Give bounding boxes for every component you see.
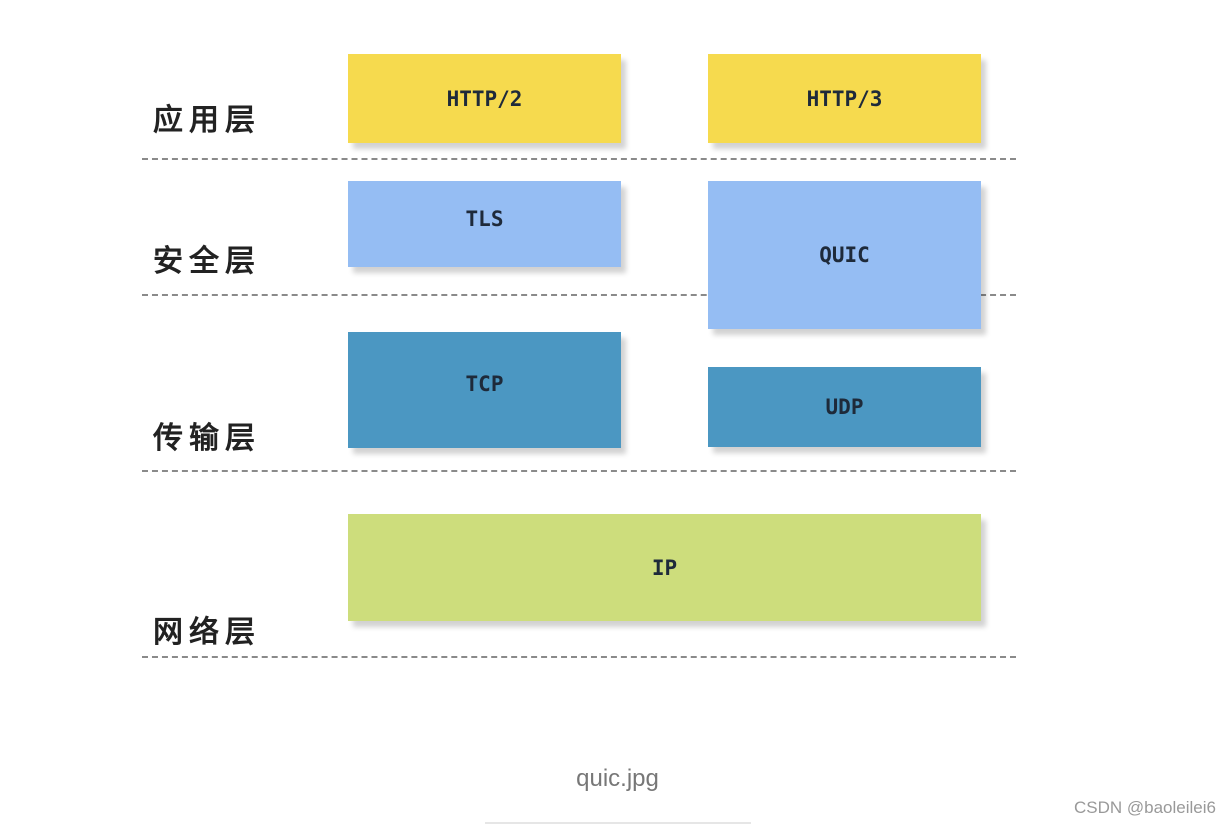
box-tls-label: TLS [465,207,504,231]
watermark: CSDN @baoleilei6 [1074,798,1216,817]
box-http3-label: HTTP/3 [806,86,883,111]
box-quic-label: QUIC [819,243,870,267]
box-http2-label: HTTP/2 [446,86,523,111]
layer-label-application: 应用层 [153,103,261,138]
box-ip-label: IP [651,555,678,580]
layer-label-transport: 传输层 [153,421,261,456]
layer-label-security: 安全层 [153,244,261,279]
layer-divider [142,470,1016,472]
box-tcp-label: TCP [465,372,504,396]
box-http2: HTTP/2 [348,54,621,143]
layer-divider [142,656,1016,658]
box-http3: HTTP/3 [708,54,981,143]
box-tcp: TCP [348,332,621,448]
box-udp-label: UDP [825,395,864,419]
box-tls: TLS [348,181,621,267]
layer-divider [142,294,1016,296]
caption-underline [485,822,751,824]
layer-label-network: 网络层 [153,615,261,650]
image-caption: quic.jpg [576,765,659,792]
box-udp: UDP [708,367,981,447]
layer-divider [142,158,1016,160]
box-ip: IP [348,514,981,621]
box-quic: QUIC [708,181,981,329]
